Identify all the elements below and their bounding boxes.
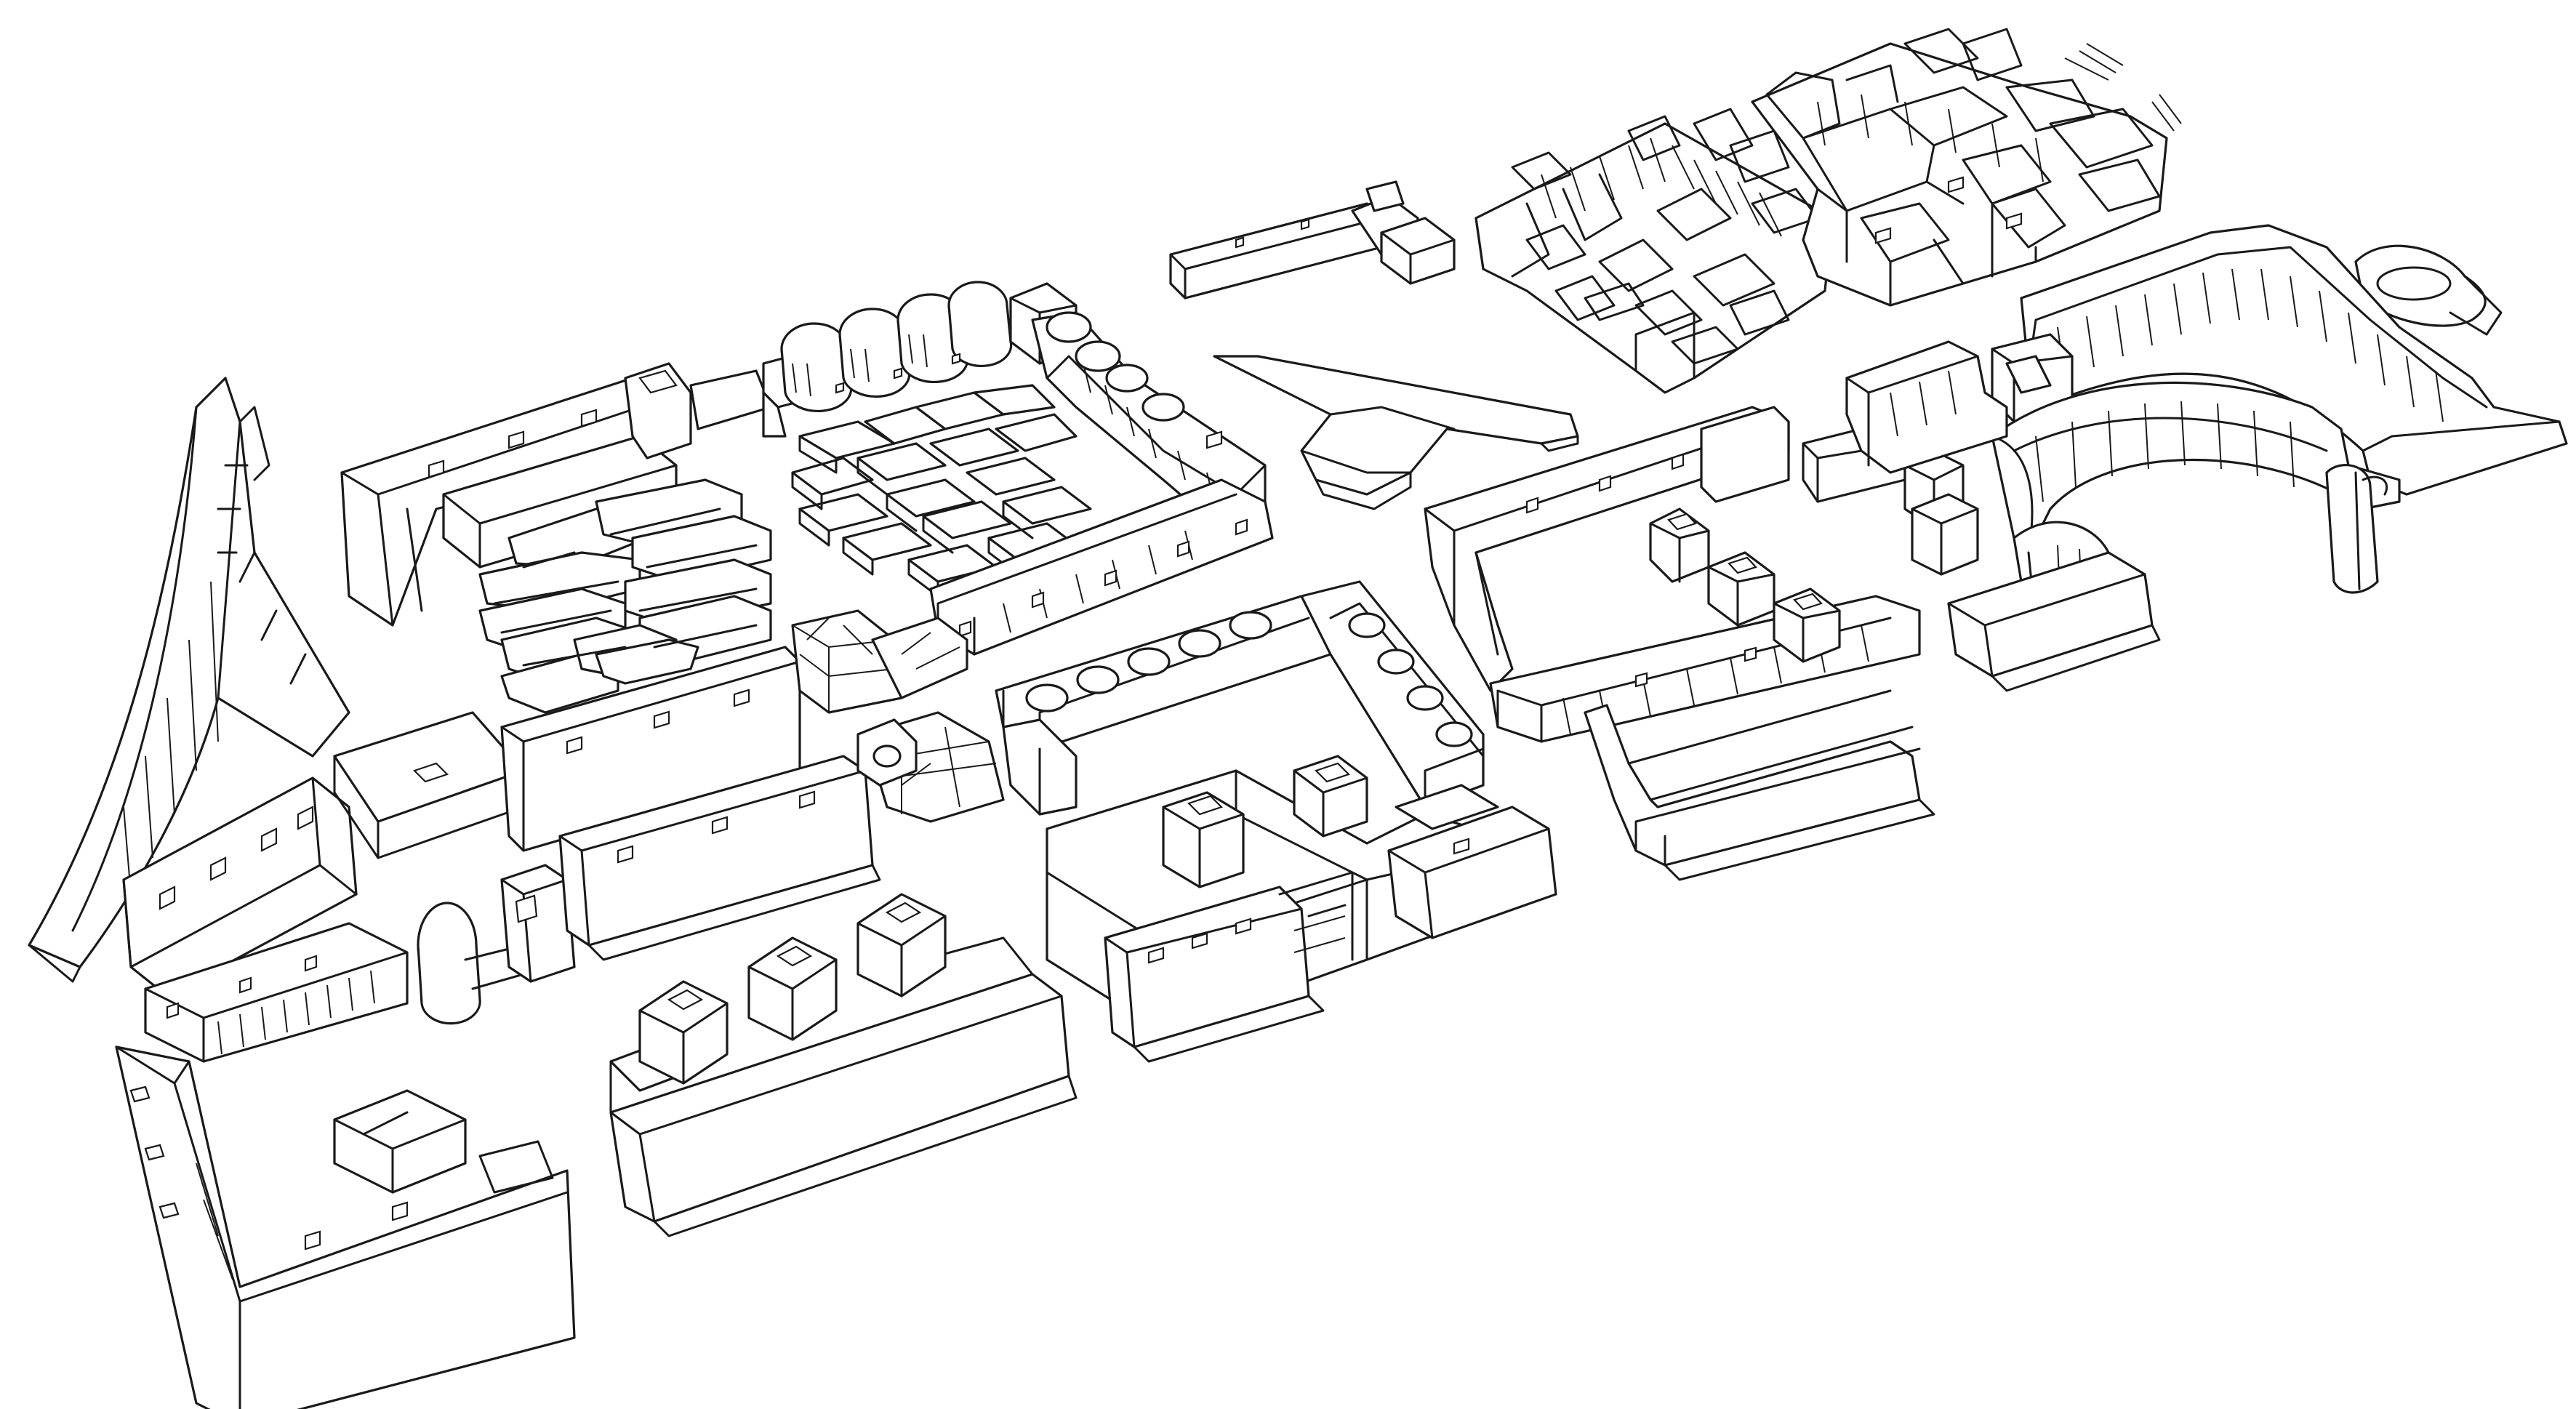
dense-urban-block-left xyxy=(1474,108,1834,394)
pavilion-grid-cluster xyxy=(791,384,1092,598)
lattice-frame-block-lower xyxy=(856,711,1005,823)
ellipse-pavilion xyxy=(2354,244,2503,336)
wedge-canopy-structure xyxy=(1213,355,1579,510)
cylinder-tower xyxy=(417,902,525,1025)
top-left-l-block xyxy=(340,362,772,627)
bottom-cube-1 xyxy=(638,980,729,1085)
lattice-frame-block-upper xyxy=(791,609,968,714)
triangular-wedge-block xyxy=(28,377,350,983)
small-tower xyxy=(500,864,576,983)
flat-slab-block xyxy=(333,711,525,859)
right-strip-blocks xyxy=(1845,340,2052,474)
lower-left-long-block xyxy=(122,776,358,997)
lower-center-courtyard xyxy=(1046,755,1557,1063)
dense-urban-block-right xyxy=(1751,28,2168,307)
bottom-left-courtyard-block xyxy=(115,922,576,1409)
bottom-cube-2 xyxy=(747,936,838,1041)
middle-long-slab xyxy=(558,755,881,961)
right-crescent-block xyxy=(1991,224,2568,496)
top-center-slab xyxy=(1169,180,1456,300)
u-shaped-block-right-wing xyxy=(1031,311,1267,525)
central-court-block xyxy=(995,580,1485,816)
curved-pod-cluster xyxy=(478,478,772,714)
bottom-cube-3 xyxy=(856,893,947,997)
hatch-marks xyxy=(2064,43,2182,132)
